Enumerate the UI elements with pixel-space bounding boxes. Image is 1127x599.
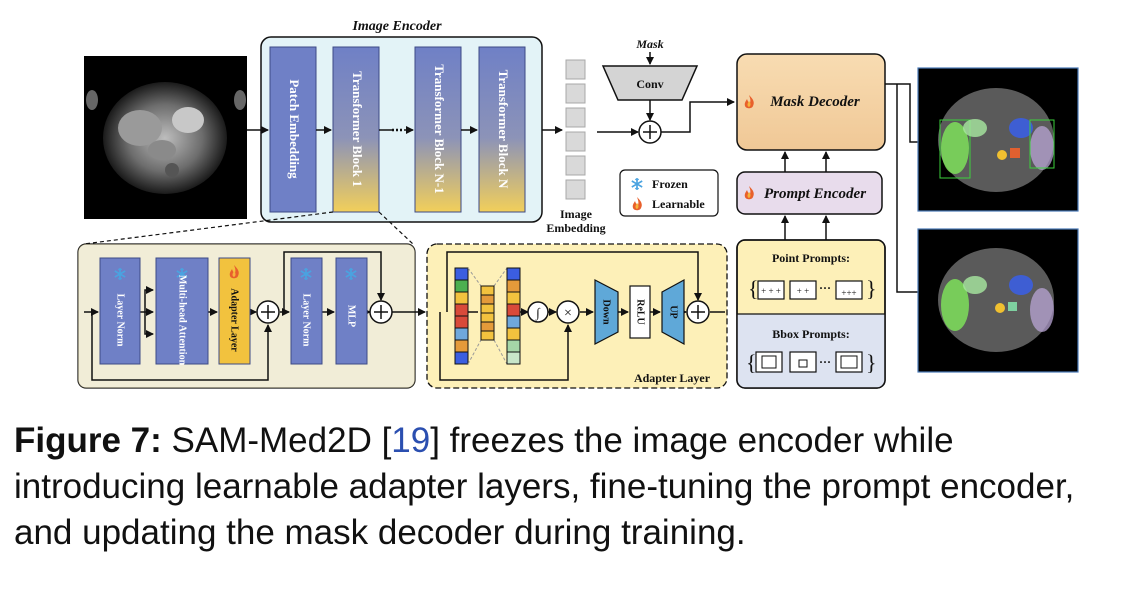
svg-text:∫: ∫ bbox=[535, 305, 541, 321]
transformer-block-1-label: Transformer Block 1 bbox=[350, 71, 365, 187]
conv-label: Conv bbox=[636, 77, 663, 91]
svg-text:Layer Norm: Layer Norm bbox=[301, 294, 312, 348]
svg-text:{: { bbox=[748, 276, 759, 301]
mask-decoder: Mask Decoder bbox=[736, 53, 886, 151]
output-mask-image-bottom bbox=[917, 228, 1079, 373]
figure-caption: Figure 7: SAM-Med2D [19] freezes the ima… bbox=[14, 418, 1114, 556]
svg-text:}: } bbox=[866, 276, 877, 301]
svg-text:+++: +++ bbox=[841, 288, 856, 298]
svg-text:×: × bbox=[564, 306, 572, 321]
svg-text:Layer Norm: Layer Norm bbox=[115, 294, 126, 348]
svg-text:+ + +: + + + bbox=[761, 286, 781, 296]
svg-text:}: } bbox=[866, 350, 877, 375]
legend: Frozen Learnable bbox=[619, 169, 719, 217]
caption-pre: SAM-Med2D [ bbox=[161, 421, 392, 460]
legend-frozen: Frozen bbox=[652, 177, 688, 191]
prompts-panel: Point Prompts: { + + + + + ··· +++ } Bbo… bbox=[736, 239, 886, 389]
svg-text:+ +: + + bbox=[797, 286, 809, 296]
sigmoid-icon: ∫ bbox=[527, 301, 549, 323]
mask-label: Mask bbox=[635, 37, 663, 51]
image-encoder-title: Image Encoder bbox=[351, 19, 442, 34]
plus-circle-icon bbox=[686, 300, 710, 324]
transformer-block-n-1-label: Transformer Block N-1 bbox=[432, 64, 447, 194]
bbox-prompt-box bbox=[835, 351, 863, 373]
bbox-prompts-label: Bbox Prompts: bbox=[772, 327, 849, 341]
conv-trapezoid bbox=[601, 65, 699, 101]
adapter-layer-detail: ∫ × Down ReLU UP Adapter Layer bbox=[426, 243, 728, 389]
caption-post: ] freezes the image encoder while introd… bbox=[14, 421, 1075, 552]
point-prompt-box bbox=[789, 280, 817, 300]
bbox-prompt-box bbox=[755, 351, 783, 373]
image-embedding-label-2: Embedding bbox=[546, 221, 605, 235]
transformer-block-n bbox=[478, 46, 526, 213]
svg-text:Adapter Layer: Adapter Layer bbox=[229, 288, 240, 352]
feature-column-middle bbox=[480, 285, 495, 341]
svg-text:{: { bbox=[746, 350, 757, 375]
prompt-encoder: Prompt Encoder bbox=[736, 171, 883, 215]
point-prompts-label: Point Prompts: bbox=[772, 251, 850, 265]
patch-embedding-label: Patch Embedding bbox=[287, 79, 302, 179]
point-prompt-box bbox=[835, 280, 863, 300]
feature-column-left bbox=[454, 267, 469, 365]
plus-circle-icon bbox=[256, 300, 280, 324]
mask-conv-path: Mask Conv bbox=[601, 37, 735, 144]
svg-text:···: ··· bbox=[819, 355, 831, 369]
svg-text:Down: Down bbox=[601, 299, 612, 324]
plus-circle-icon bbox=[369, 300, 393, 324]
image-encoder: Image Encoder Patch Embedding Transforme… bbox=[260, 19, 543, 223]
bbox-prompt-box bbox=[789, 351, 817, 373]
citation-link[interactable]: 19 bbox=[391, 421, 431, 460]
adapter-layer-title: Adapter Layer bbox=[634, 371, 711, 385]
figure-label: Figure 7: bbox=[14, 421, 162, 460]
legend-learnable: Learnable bbox=[652, 197, 705, 211]
multiply-icon: × bbox=[556, 300, 580, 324]
prompt-encoder-label: Prompt Encoder bbox=[764, 186, 866, 202]
relu-block bbox=[629, 285, 651, 339]
mask-decoder-label: Mask Decoder bbox=[769, 94, 860, 110]
feature-column-right bbox=[506, 267, 521, 365]
point-prompt-box bbox=[757, 280, 785, 300]
patch-embedding-block bbox=[269, 46, 317, 213]
svg-text:···: ··· bbox=[819, 281, 831, 295]
plus-circle-icon bbox=[638, 120, 662, 144]
output-mask-image-top bbox=[917, 67, 1079, 212]
transformer-block-n-label: Transformer Block N bbox=[496, 70, 511, 189]
image-embedding-label: Image bbox=[560, 207, 593, 221]
svg-text:MLP: MLP bbox=[346, 305, 357, 327]
svg-text:Multi-head Attention: Multi-head Attention bbox=[177, 275, 188, 366]
svg-text:UP: UP bbox=[668, 305, 679, 318]
image-embedding-stack: Image Embedding bbox=[546, 59, 606, 235]
sam-med2d-diagram: Image Encoder Patch Embedding Transforme… bbox=[77, 19, 1079, 389]
transformer-block-detail: Layer Norm Multi-head Attention Adapter … bbox=[77, 243, 426, 389]
svg-text:ReLU: ReLU bbox=[635, 299, 646, 325]
up-projection bbox=[661, 278, 685, 346]
input-mri-image bbox=[84, 56, 247, 219]
down-projection bbox=[594, 279, 619, 345]
